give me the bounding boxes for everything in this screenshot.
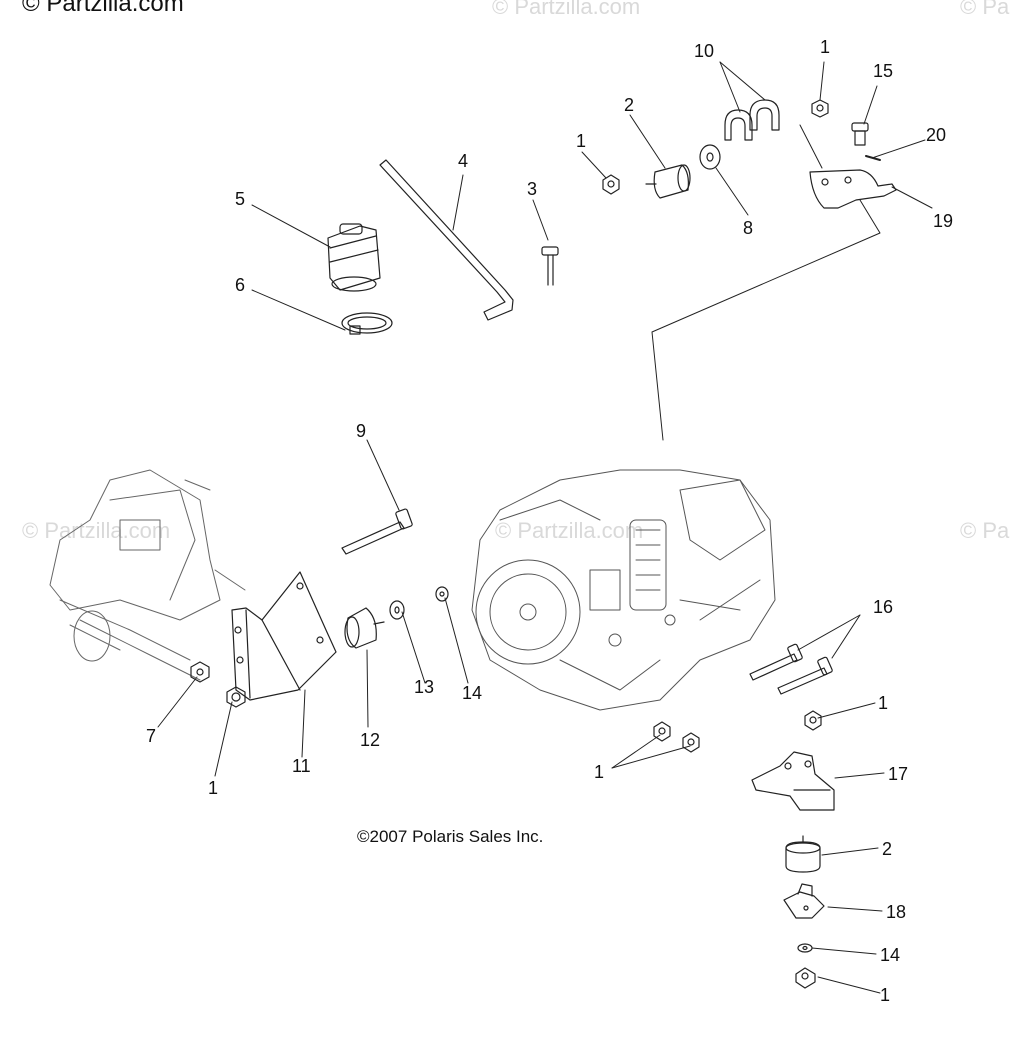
callout-11: 11 bbox=[292, 756, 311, 776]
callout-9: 9 bbox=[356, 421, 367, 441]
washer-part-14-lower bbox=[797, 943, 813, 953]
callout-10: 10 bbox=[694, 41, 715, 61]
engine bbox=[471, 469, 776, 711]
washer-part-13 bbox=[389, 600, 405, 620]
frame-assembly-left bbox=[49, 469, 246, 681]
callout-7: 7 bbox=[146, 726, 157, 746]
faint-watermark-center: © Partzilla.com bbox=[495, 518, 644, 543]
callout-5: 5 bbox=[235, 189, 246, 209]
washer-part-14-middle bbox=[435, 586, 449, 602]
bolt-part-15 bbox=[851, 122, 869, 146]
nuts-part-1-bottom-pair bbox=[653, 721, 700, 753]
nut-part-7 bbox=[190, 661, 210, 683]
callout-2: 2 bbox=[624, 95, 635, 115]
bolt-part-3 bbox=[541, 246, 559, 286]
callout-8: 8 bbox=[743, 218, 754, 238]
faint-watermark-right: © Pa bbox=[960, 518, 1010, 543]
nut-part-1-lowest bbox=[795, 967, 816, 989]
faint-watermark-top-right: © Pa bbox=[960, 0, 1010, 19]
plate-part-18 bbox=[783, 883, 825, 919]
mount-part-12 bbox=[344, 607, 385, 649]
rod-part-4 bbox=[379, 159, 514, 321]
callout-4: 4 bbox=[458, 151, 469, 171]
faint-watermark-left: © Partzilla.com bbox=[22, 518, 171, 543]
nut-part-1-upper bbox=[602, 174, 620, 195]
callout-14: 14 bbox=[462, 683, 483, 703]
bolt-part-9 bbox=[341, 508, 413, 555]
callout-17: 17 bbox=[888, 764, 909, 784]
callout-1: 1 bbox=[208, 778, 219, 798]
bracket-part-19 bbox=[809, 169, 897, 209]
leader-lines bbox=[157, 61, 933, 994]
callout-19: 19 bbox=[933, 211, 954, 231]
washer-part-8 bbox=[699, 144, 721, 170]
nut-part-1-top bbox=[811, 99, 829, 118]
callout-1: 1 bbox=[594, 762, 605, 782]
callout-13: 13 bbox=[414, 677, 435, 697]
callout-1: 1 bbox=[576, 131, 587, 151]
callout-14: 14 bbox=[880, 945, 901, 965]
callout-16: 16 bbox=[873, 597, 894, 617]
brand-watermark: © Partzilla.com bbox=[22, 0, 184, 17]
callout-20: 20 bbox=[926, 125, 947, 145]
callout-18: 18 bbox=[886, 902, 907, 922]
callout-1: 1 bbox=[878, 693, 889, 713]
boot-part-5 bbox=[327, 223, 381, 292]
mount-part-2-top bbox=[645, 164, 691, 199]
clamp-part-6 bbox=[341, 312, 393, 335]
callout-1: 1 bbox=[820, 37, 831, 57]
bracket-part-17 bbox=[751, 751, 835, 811]
callout-6: 6 bbox=[235, 275, 246, 295]
pin-part-20 bbox=[865, 155, 881, 161]
callout-12: 12 bbox=[360, 730, 381, 750]
mount-part-2-lower bbox=[785, 835, 821, 873]
bolts-part-16 bbox=[749, 643, 833, 695]
u-clip-part-10 bbox=[724, 99, 780, 141]
callout-15: 15 bbox=[873, 61, 894, 81]
callout-3: 3 bbox=[527, 179, 538, 199]
bracket-part-11 bbox=[231, 571, 337, 701]
callout-2: 2 bbox=[882, 839, 893, 859]
copyright-notice: ©2007 Polaris Sales Inc. bbox=[357, 827, 544, 846]
faint-watermark-top: © Partzilla.com bbox=[492, 0, 641, 19]
nut-part-1-left bbox=[226, 686, 246, 708]
nut-part-1-right bbox=[804, 710, 822, 731]
callout-1: 1 bbox=[880, 985, 891, 1005]
